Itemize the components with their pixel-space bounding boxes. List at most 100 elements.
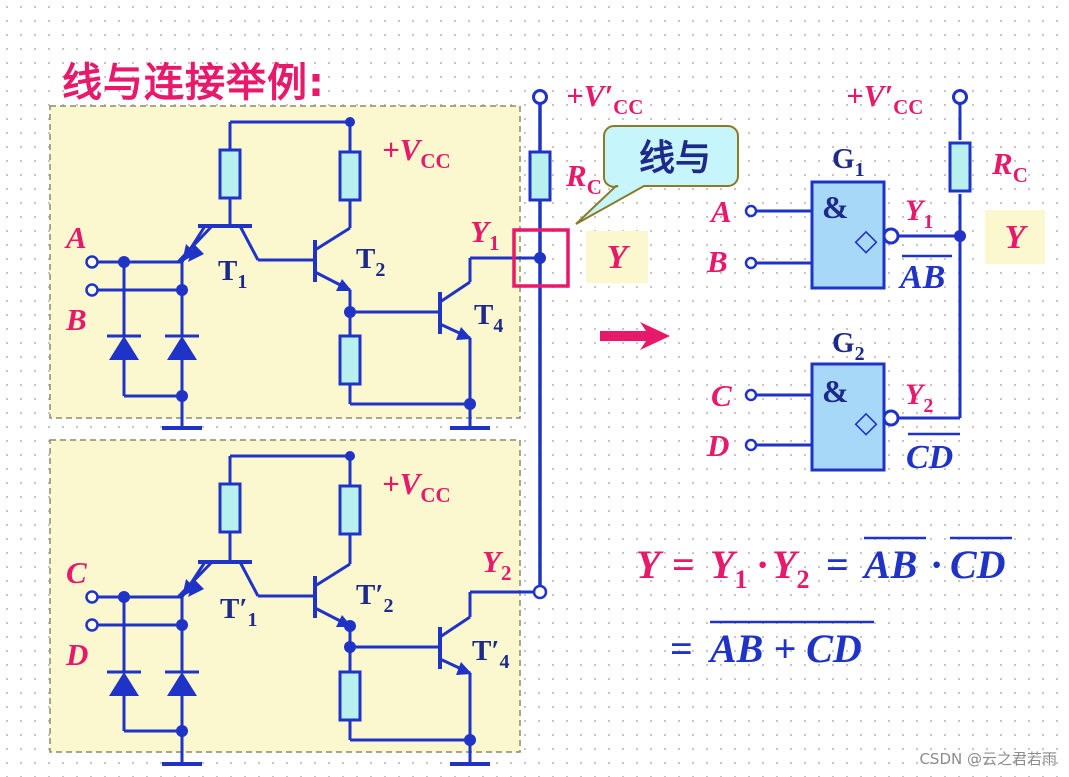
t1-sub: 1 (237, 271, 247, 293)
svg-text:RC: RC (991, 146, 1028, 187)
vcc-prime-sub: CC (613, 95, 643, 119)
gate-y1-sub: 1 (923, 211, 933, 233)
t2-prime-sub: 2 (384, 595, 394, 617)
g1-and-symbol: & (822, 189, 849, 225)
gate-y-output: Y (1005, 219, 1029, 256)
g2-sub: 2 (855, 343, 865, 365)
svg-text:Y1: Y1 (710, 542, 747, 594)
eq-ab: AB (861, 542, 917, 587)
slide-title: 线与连接举例: (62, 60, 325, 106)
svg-text:Y2: Y2 (482, 544, 511, 585)
eq-y2: Y (772, 542, 800, 587)
t1-prime-arrow-icon (188, 579, 204, 597)
t1-prime-sub: 1 (248, 609, 258, 631)
eq-y2-sub: 2 (796, 565, 809, 594)
t4-sub: 4 (493, 315, 503, 337)
eq-y1: Y (710, 542, 738, 587)
gate-out-cd: CD (906, 439, 953, 476)
callout-bubble (575, 125, 739, 225)
vcc-label-top: +V (382, 132, 423, 167)
svg-text:+V′CC: +V′CC (566, 78, 643, 119)
rc-sub: C (587, 175, 602, 199)
gate-input-terminals (744, 204, 758, 452)
t1-prime-label: T′ (220, 593, 248, 625)
gate-input-d: D (706, 428, 729, 463)
t2-prime-arrow-icon (336, 615, 352, 627)
watermark: CSDN @云之君若雨 (919, 750, 1057, 768)
eq-equals-3: = (670, 626, 693, 671)
svg-text:RC: RC (565, 158, 602, 199)
eq-equals-1: = (672, 542, 695, 587)
t4-label: T (474, 299, 493, 331)
svg-text:G1: G1 (832, 143, 865, 181)
svg-text:G2: G2 (832, 327, 865, 365)
svg-text:T′2: T′2 (356, 579, 394, 617)
t1-arrow-icon (182, 244, 196, 262)
junction-dot (534, 252, 546, 264)
y2-sub: 2 (501, 561, 512, 585)
vcc-prime-sub-2: CC (893, 95, 923, 119)
g1-sub: 1 (855, 159, 865, 181)
gate-input-c: C (711, 378, 732, 413)
bottom-ttl-oc-gate (98, 451, 534, 766)
svg-text:Y2: Y2 (772, 542, 809, 594)
y-output-box (586, 231, 648, 283)
y1-label: Y (470, 214, 492, 249)
inverter-bubble-g2 (882, 409, 900, 427)
svg-text:T′1: T′1 (220, 593, 258, 631)
vcc-prime-terminal (532, 89, 548, 105)
vcc-sub-bottom: CC (420, 483, 450, 507)
gate-y1-label: Y (905, 194, 926, 227)
svg-text:T1: T1 (218, 255, 247, 293)
y1-sub: 1 (489, 231, 500, 255)
callout-text: 线与 (639, 138, 711, 179)
t4-prime-label: T′ (472, 635, 500, 667)
t4-prime-sub: 4 (500, 651, 510, 673)
t2-prime-label: T′ (356, 579, 384, 611)
t2-arrow-icon (336, 279, 352, 291)
t4-prime-arrow-icon (456, 662, 472, 675)
rc-sub-2: C (1013, 163, 1028, 187)
svg-text:T2: T2 (356, 243, 385, 281)
gate-input-a: A (709, 194, 732, 229)
wired-and-highlight (512, 228, 570, 288)
vcc-label-bottom: +V (382, 466, 423, 501)
y2-terminal (532, 584, 548, 600)
oc-symbol-icon: ◇ (854, 405, 877, 440)
t1-arrow-icon (188, 244, 204, 262)
eq-lhs: Y (636, 542, 664, 587)
input-c-label: C (66, 555, 87, 590)
svg-text:T4: T4 (474, 299, 503, 337)
top-circuit-dots (118, 256, 476, 410)
vcc-sub-top: CC (420, 149, 450, 173)
oc-symbol-icon: ◇ (854, 223, 877, 258)
vcc-prime-label: +V′ (566, 78, 613, 113)
svg-text:+VCC: +VCC (382, 132, 451, 173)
top-input-terminals (85, 255, 99, 297)
eq-cd: CD (950, 542, 1006, 587)
gate-y2-sub: 2 (923, 395, 933, 417)
gate-input-b: B (706, 244, 728, 279)
rc-label-2: R (991, 146, 1013, 181)
eq-dot-2: · (930, 542, 943, 587)
gate-g1 (810, 180, 886, 290)
svg-text:+VCC: +VCC (382, 466, 451, 507)
gate-out-ab: AB (898, 259, 945, 296)
rc-label: R (565, 158, 587, 193)
t4-arrow-icon (456, 327, 472, 340)
svg-text:Y2: Y2 (905, 378, 933, 417)
svg-text:+V′CC: +V′CC (846, 78, 923, 119)
output-y-label: Y (607, 239, 631, 276)
vcc-prime-label-2: +V′ (846, 78, 893, 113)
bottom-input-terminals (85, 590, 99, 632)
input-a-label: A (64, 220, 87, 255)
t2-label: T (356, 243, 375, 275)
svg-text:Y1: Y1 (470, 214, 499, 255)
g1-label: G (832, 143, 855, 175)
equation: Y = Y1 · Y2 = AB · CD = AB + CD (636, 536, 1012, 671)
y2-label: Y (482, 544, 504, 579)
inverter-bubble-g1 (882, 227, 900, 245)
eq-y1-sub: 1 (734, 565, 747, 594)
svg-text:Y1: Y1 (905, 194, 933, 233)
